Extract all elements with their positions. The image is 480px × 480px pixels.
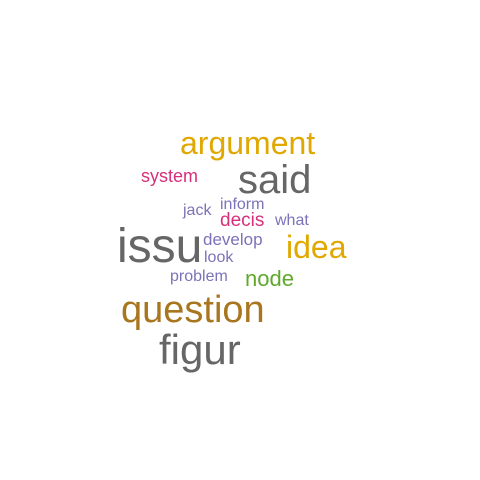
word-inform: inform (220, 196, 265, 213)
word-develop: develop (203, 230, 263, 249)
word-argument: argument (180, 125, 316, 161)
word-idea: idea (286, 229, 347, 265)
word-system: system (141, 166, 199, 186)
word-decis: decis (220, 210, 265, 231)
word-jack: jack (183, 202, 212, 219)
word-question: question (121, 289, 265, 331)
word-problem: problem (170, 268, 228, 285)
word-look: look (204, 249, 234, 266)
word-issu: issu (117, 220, 203, 273)
word-said: said (238, 158, 312, 202)
word-node: node (245, 266, 294, 291)
word-figur: figur (159, 326, 241, 373)
word-what: what (275, 212, 309, 229)
